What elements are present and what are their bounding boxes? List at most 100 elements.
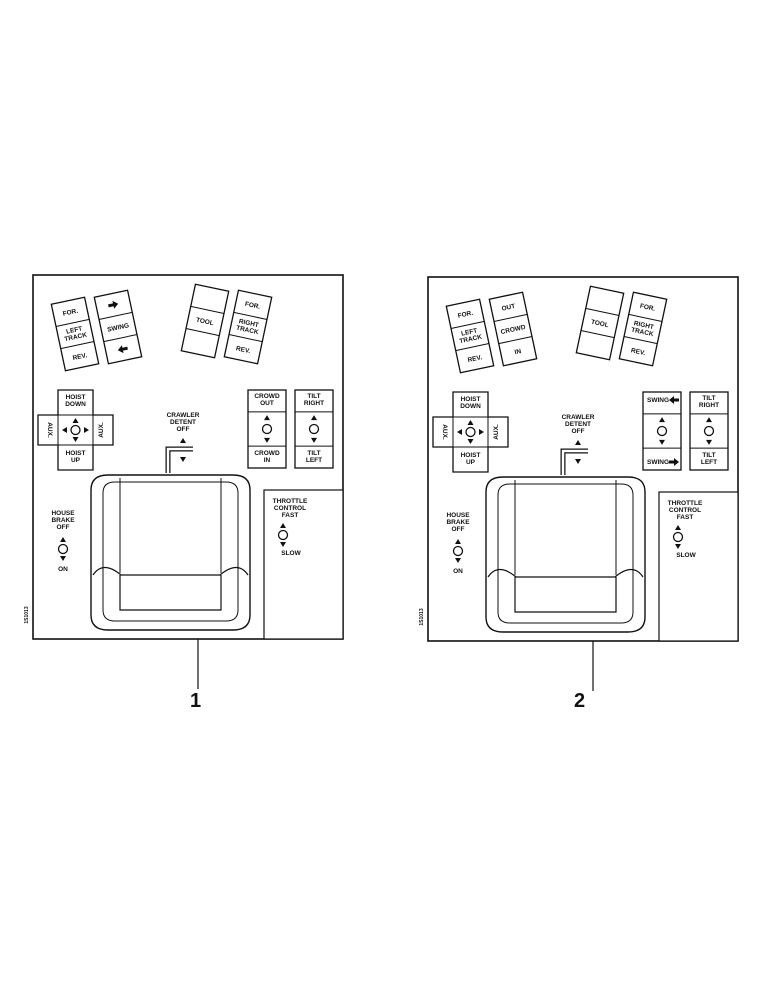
drawing-code: 1S1013 (419, 608, 425, 625)
seat-inner (497, 483, 634, 624)
crowd-switch-knob-icon (656, 425, 668, 437)
detent-lever-icon (166, 447, 193, 473)
arrow-left-icon (117, 345, 128, 354)
arrow-down-icon (311, 437, 317, 443)
right-track-switch-bottom-label: REV. (630, 347, 646, 357)
swing-switch-frame (93, 289, 143, 365)
swing-switch-divider-bottom (103, 334, 138, 343)
throttle-subpanel (263, 489, 344, 640)
crawler-detent: CRAWLERDETENTOFFON (165, 412, 200, 487)
tool-switch-frame (575, 285, 625, 361)
tool-switch: TOOL (180, 283, 230, 359)
tilt-switch-bottom-label: LEFT (306, 457, 322, 464)
house-brake-label: OFF (57, 524, 70, 531)
hoist-knob-icon (70, 424, 81, 436)
swing-switch: SWING (93, 289, 143, 365)
tilt-switch-bottom-label: TILT (307, 450, 320, 457)
arrow-down-icon (455, 558, 461, 563)
control-panel-1: FOR.LEFTTRACKREV.SWINGTOOLFOR.RIGHTTRACK… (24, 274, 344, 689)
tilt-switch-bottom-label: LEFT (701, 459, 717, 466)
swing-switch-divider-top (98, 311, 133, 320)
throttle-subpanel (658, 491, 739, 642)
tool-switch-divider-bottom (185, 328, 220, 337)
crowd-switch-bottom-label: SWING (647, 459, 669, 466)
right-track-switch-divider-top (233, 311, 268, 320)
arrow-down-icon (706, 439, 712, 445)
tool-switch-divider-top (585, 307, 620, 316)
aux-right-label: AUX. (98, 422, 105, 438)
arrow-up-icon (706, 417, 712, 423)
arrow-up-icon (180, 438, 186, 443)
tilt-switch-knob-icon (308, 423, 320, 435)
throttle-label: CONTROL (669, 507, 701, 514)
panel-1-callout-number: 1 (190, 690, 202, 712)
right-track-switch-mid-label: TRACK (630, 327, 654, 339)
tool-switch-mid-label: TOOL (195, 317, 214, 328)
right-track-switch-divider-top (628, 313, 663, 322)
throttle-slow-label: SLOW (676, 552, 696, 559)
hoist-knob-icon (465, 426, 476, 438)
arrow-down-icon (467, 439, 474, 444)
left-track-switch-top-label: FOR. (457, 310, 474, 320)
arrow-up-icon (280, 523, 286, 528)
crawler-detent-label: CRAWLER (562, 414, 595, 421)
right-track-switch-divider-bottom (623, 336, 658, 345)
swing-switch-divider-top (493, 313, 528, 322)
arrow-down-icon (72, 437, 79, 442)
house-brake-on-label: ON (58, 566, 68, 573)
swing-switch-bottom-label: IN (514, 348, 522, 356)
seat-tray (514, 577, 617, 613)
hoist-down-label: HOIST (461, 396, 481, 403)
house-brake-on-label: ON (453, 568, 463, 575)
tilt-switch-knob-icon (703, 425, 715, 437)
left-track-switch-mid-label: TRACK (459, 334, 483, 346)
throttle-knob-icon (277, 529, 289, 541)
crawler-detent-label: OFF (177, 426, 190, 433)
throttle-label: CONTROL (274, 505, 306, 512)
crowd-switch-top-label: SWING (647, 397, 669, 404)
arrow-down-icon (60, 556, 66, 561)
seat-inner (102, 481, 239, 622)
left-track-switch-frame (50, 296, 100, 372)
left-track-switch-mid-label: LEFT (461, 327, 478, 337)
throttle-label: FAST (282, 512, 299, 519)
crawler-detent-label: DETENT (565, 421, 591, 428)
arrow-down-icon (675, 544, 681, 549)
control-panel-2: FOR.LEFTTRACKREV.OUTCROWDINTOOLFOR.RIGHT… (419, 276, 739, 691)
hoist-up-label: UP (71, 457, 81, 464)
seat-curve (487, 568, 644, 578)
left-track-switch-frame (445, 298, 495, 374)
arrow-left-icon (62, 427, 67, 433)
tilt-switch-top-label: TILT (307, 393, 320, 400)
tilt-switch-top-label: RIGHT (699, 402, 719, 409)
aux-left-label: AUX. (441, 424, 448, 440)
left-track-switch-divider-top (55, 318, 90, 327)
right-track-switch-top-label: FOR. (244, 301, 261, 311)
house-brake-label: HOUSE (446, 512, 470, 519)
right-track-switch-mid-label: RIGHT (238, 318, 259, 329)
arrow-up-icon (455, 539, 461, 544)
house-brake-knob-icon (452, 545, 464, 557)
left-track-switch-bottom-label: REV. (72, 352, 88, 362)
hoist-up-label: HOIST (461, 452, 481, 459)
left-track-switch-divider-bottom (455, 343, 490, 352)
arrow-down-icon (264, 437, 270, 443)
tilt-switch-top-label: RIGHT (304, 400, 324, 407)
arrow-left-icon (457, 429, 462, 435)
house-brake-label: BRAKE (446, 519, 470, 526)
right-track-switch-mid-label: TRACK (235, 325, 259, 337)
house-brake-knob-icon (57, 543, 69, 555)
tilt-switch-bottom-label: TILT (702, 452, 715, 459)
seat-tray (119, 575, 222, 611)
panel-2-callout-number: 2 (574, 690, 586, 712)
house-brake-label: OFF (452, 526, 465, 533)
arrow-right-icon (479, 429, 484, 435)
right-track-switch-top-label: FOR. (639, 303, 656, 313)
arrow-up-icon (264, 415, 270, 421)
